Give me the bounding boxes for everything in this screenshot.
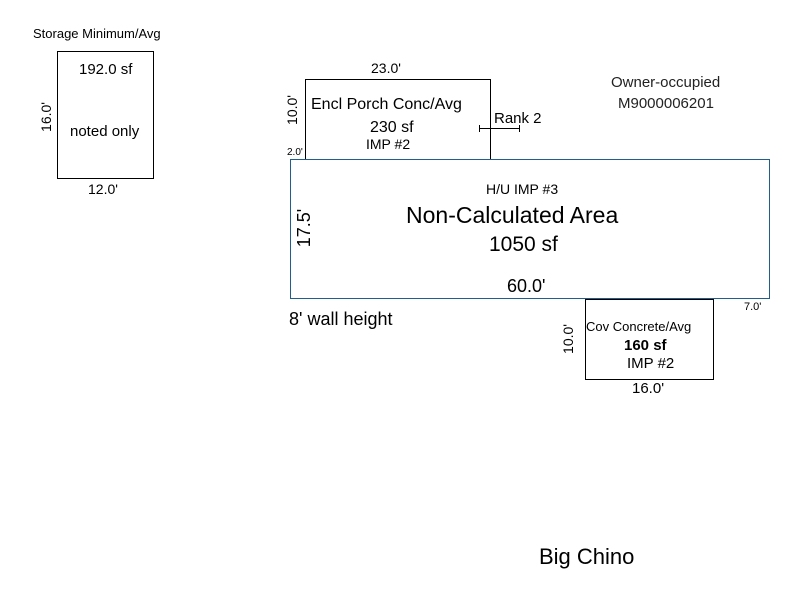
main-bottom-dimension: 60.0'	[507, 276, 546, 296]
porch-imp: IMP #2	[366, 136, 411, 152]
main-corner-dimension: 7.0'	[744, 301, 762, 313]
covered-label: Cov Concrete/Avg	[586, 319, 692, 334]
rank-leader-line	[479, 128, 519, 129]
covered-imp: IMP #2	[627, 355, 675, 372]
porch-area: 230 sf	[370, 119, 414, 136]
rank-leader-tick-right	[519, 125, 520, 132]
covered-outline	[585, 299, 714, 380]
owner-id: M9000006201	[618, 95, 714, 112]
main-side-dimension: 17.5'	[294, 208, 314, 248]
porch-rank: Rank 2	[494, 110, 542, 127]
main-label: Non-Calculated Area	[406, 202, 619, 228]
porch-side-dimension: 10.0'	[284, 95, 300, 125]
porch-offset-dimension: 2.0'	[287, 147, 303, 158]
main-imp: H/U IMP #3	[486, 181, 559, 197]
storage-bottom-dimension: 12.0'	[88, 181, 118, 197]
porch-top-dimension: 23.0'	[371, 60, 401, 76]
storage-side-dimension: 16.0'	[38, 102, 54, 132]
covered-side-dimension: 10.0'	[560, 324, 576, 354]
storage-title: Storage Minimum/Avg	[33, 26, 161, 41]
location-label: Big Chino	[539, 544, 635, 569]
main-wall-height: 8' wall height	[289, 309, 393, 329]
owner-status: Owner-occupied	[611, 74, 721, 91]
covered-area: 160 sf	[624, 337, 667, 354]
covered-bottom-dimension: 16.0'	[632, 380, 665, 397]
storage-note: noted only	[70, 123, 140, 140]
main-area: 1050 sf	[489, 233, 558, 256]
storage-area: 192.0 sf	[79, 61, 133, 78]
main-area-outline	[290, 159, 770, 299]
rank-leader-tick-left	[479, 125, 480, 132]
porch-label: Encl Porch Conc/Avg	[311, 96, 462, 113]
storage-outline	[57, 51, 154, 179]
